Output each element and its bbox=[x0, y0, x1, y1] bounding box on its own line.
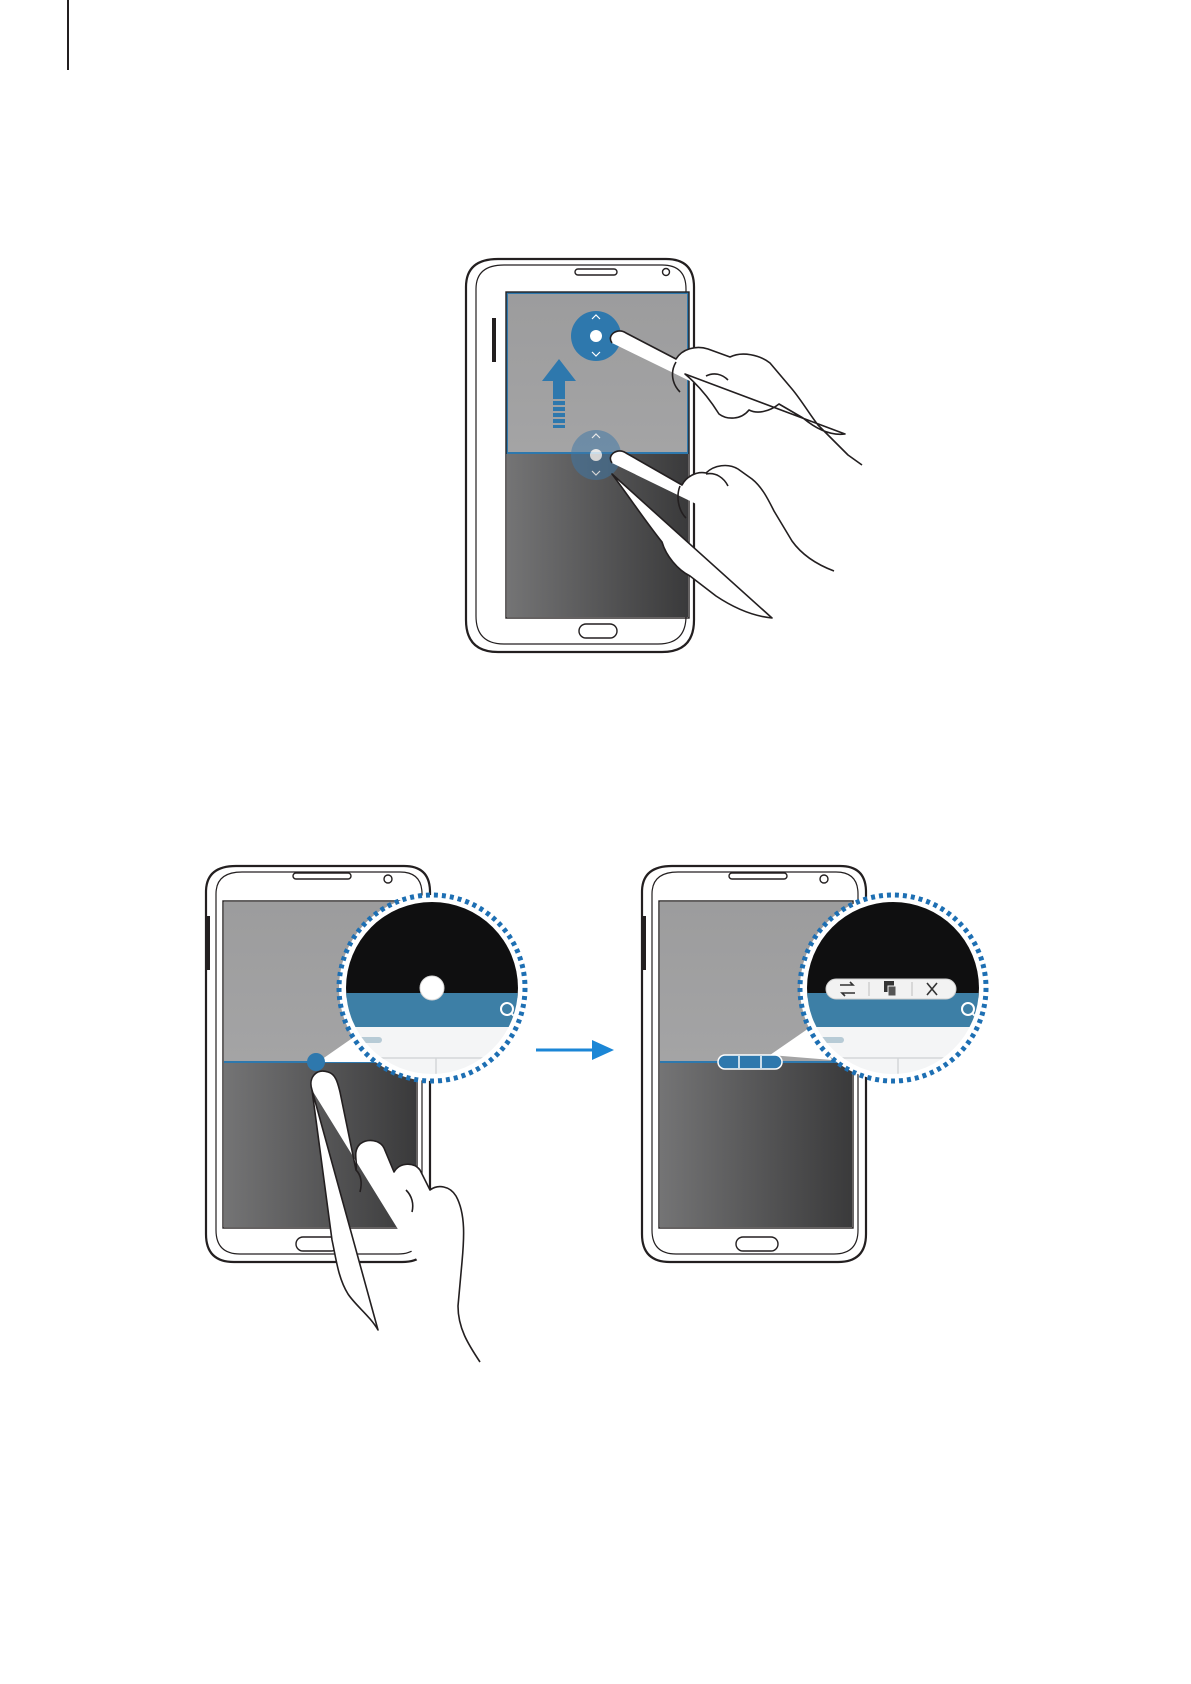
option-bar bbox=[826, 979, 956, 999]
divider-options-handle[interactable] bbox=[718, 1055, 782, 1069]
tap-point[interactable] bbox=[307, 1053, 325, 1071]
transition-arrow bbox=[536, 1040, 614, 1060]
figure-resize-split bbox=[466, 259, 862, 652]
figure-tap-divider bbox=[206, 866, 1000, 1362]
